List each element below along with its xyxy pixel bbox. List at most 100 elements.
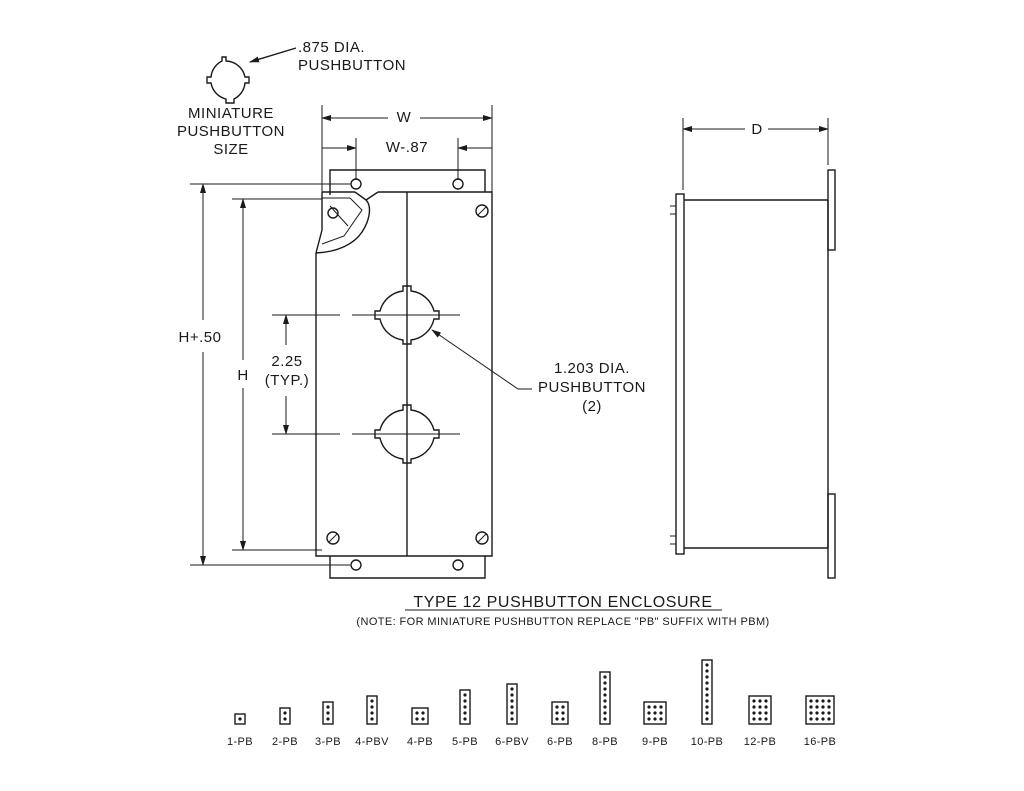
pushbutton-dot-icon <box>752 711 756 715</box>
pushbutton-dot-icon <box>815 699 819 703</box>
variant-16-pb: 16-PB <box>804 695 836 748</box>
pushbutton-dot-icon <box>647 717 651 721</box>
pushbutton-dot-icon <box>705 669 709 673</box>
variant-label: 6-PBV <box>495 736 529 748</box>
pushbutton-dot-icon <box>463 699 467 703</box>
height-dimension: H <box>232 198 322 551</box>
pushbutton-dot-icon <box>647 705 651 709</box>
variant-box <box>366 695 378 725</box>
pushbutton-dot-icon <box>370 717 374 721</box>
variant-6-pb: 6-PB <box>547 701 573 748</box>
pushbutton-dot-icon <box>603 693 607 697</box>
pushbutton-dot-icon <box>283 717 287 721</box>
variant-box <box>551 701 569 725</box>
width-dimension: W <box>321 105 493 195</box>
pushbutton-dot-icon <box>561 717 565 721</box>
variant-4-pb: 4-PB <box>407 707 433 748</box>
variant-label: 5-PB <box>452 736 478 748</box>
pushbutton-dot-icon <box>752 717 756 721</box>
pushbutton-dot-icon <box>510 717 514 721</box>
pushbutton-dot-icon <box>510 687 514 691</box>
variant-label: 6-PB <box>547 736 573 748</box>
pushbutton-dot-icon <box>659 717 663 721</box>
pushbutton-dot-icon <box>827 717 831 721</box>
pushbutton-dot-icon <box>705 681 709 685</box>
mini-dia-leader <box>249 47 297 63</box>
pushbutton-dot-icon <box>326 717 330 721</box>
variant-box <box>599 671 611 725</box>
pushbutton-dot-icon <box>561 705 565 709</box>
pushbutton-dot-icon <box>764 705 768 709</box>
pushbutton-dot-icon <box>815 717 819 721</box>
pushbutton-dot-icon <box>758 705 762 709</box>
variant-label: 4-PB <box>407 736 433 748</box>
pushbutton-dot-icon <box>705 711 709 715</box>
variant-label: 1-PB <box>227 736 253 748</box>
variant-label: 4-PBV <box>355 736 389 748</box>
mini-size-label-3: SIZE <box>213 141 248 158</box>
pb-dia-label-3: (2) <box>582 398 602 415</box>
variant-4-pbv: 4-PBV <box>355 695 389 748</box>
pb-dia-label-1: 1.203 DIA. <box>554 360 630 377</box>
pushbutton-dot-icon <box>758 717 762 721</box>
pushbutton-dot-icon <box>421 711 425 715</box>
pushbutton-dot-icon <box>821 711 825 715</box>
pushbutton-dot-icon <box>827 699 831 703</box>
pb-dia-label-2: PUSHBUTTON <box>538 379 646 396</box>
variant-box <box>322 701 334 725</box>
pushbutton-dot-icon <box>603 705 607 709</box>
variant-box <box>411 707 429 725</box>
pushbutton-dot-icon <box>764 699 768 703</box>
variant-label: 12-PB <box>744 736 777 748</box>
pushbutton-dot-icon <box>415 717 419 721</box>
variant-label: 8-PB <box>592 736 618 748</box>
variant-12-pb: 12-PB <box>744 695 777 748</box>
pushbutton-dot-icon <box>809 699 813 703</box>
variant-5-pb: 5-PB <box>452 689 478 748</box>
mini-dia-label-2: PUSHBUTTON <box>298 57 406 74</box>
variant-2-pb: 2-PB <box>272 707 298 748</box>
pushbutton-dot-icon <box>821 699 825 703</box>
pushbutton-dot-icon <box>647 711 651 715</box>
pushbutton-dot-icon <box>370 711 374 715</box>
pushbutton-dot-icon <box>603 699 607 703</box>
pushbutton-dot-icon <box>510 711 514 715</box>
pushbutton-dot-icon <box>809 717 813 721</box>
height-plus-label: H+.50 <box>179 329 222 346</box>
pushbutton-cutout-icon <box>374 285 440 345</box>
mini-dia-label-1: .875 DIA. <box>298 39 365 56</box>
pushbutton-dot-icon <box>705 717 709 721</box>
pushbutton-dot-icon <box>510 705 514 709</box>
pushbutton-dot-icon <box>705 663 709 667</box>
pushbutton-dot-icon <box>603 711 607 715</box>
pushbutton-dot-icon <box>659 711 663 715</box>
pushbutton-dot-icon <box>821 705 825 709</box>
pushbutton-dot-icon <box>659 705 663 709</box>
pushbutton-dot-icon <box>463 705 467 709</box>
pushbutton-dot-icon <box>705 675 709 679</box>
pushbutton-dot-icon <box>752 705 756 709</box>
pushbutton-dot-icon <box>370 705 374 709</box>
pushbutton-dot-icon <box>555 705 559 709</box>
pushbutton-dot-icon <box>827 711 831 715</box>
pushbutton-cutout-icon <box>374 404 440 464</box>
mini-size-label-2: PUSHBUTTON <box>177 123 285 140</box>
front-view <box>272 169 493 579</box>
screw-icon <box>475 204 489 218</box>
pushbutton-dot-icon <box>326 705 330 709</box>
pushbutton-dot-icon <box>705 699 709 703</box>
drawing-title: TYPE 12 PUSHBUTTON ENCLOSURE <box>413 594 712 611</box>
drawing-note: (NOTE: FOR MINIATURE PUSHBUTTON REPLACE … <box>356 616 769 628</box>
pushbutton-dot-icon <box>653 711 657 715</box>
pushbutton-dot-icon <box>653 717 657 721</box>
variant-label: 10-PB <box>691 736 724 748</box>
pushbutton-dot-icon <box>758 711 762 715</box>
variant-box <box>643 701 667 725</box>
pushbutton-dot-icon <box>326 711 330 715</box>
pushbutton-dot-icon <box>238 717 242 721</box>
side-view <box>670 169 836 579</box>
pushbutton-dot-icon <box>561 711 565 715</box>
variant-3-pb: 3-PB <box>315 701 341 748</box>
